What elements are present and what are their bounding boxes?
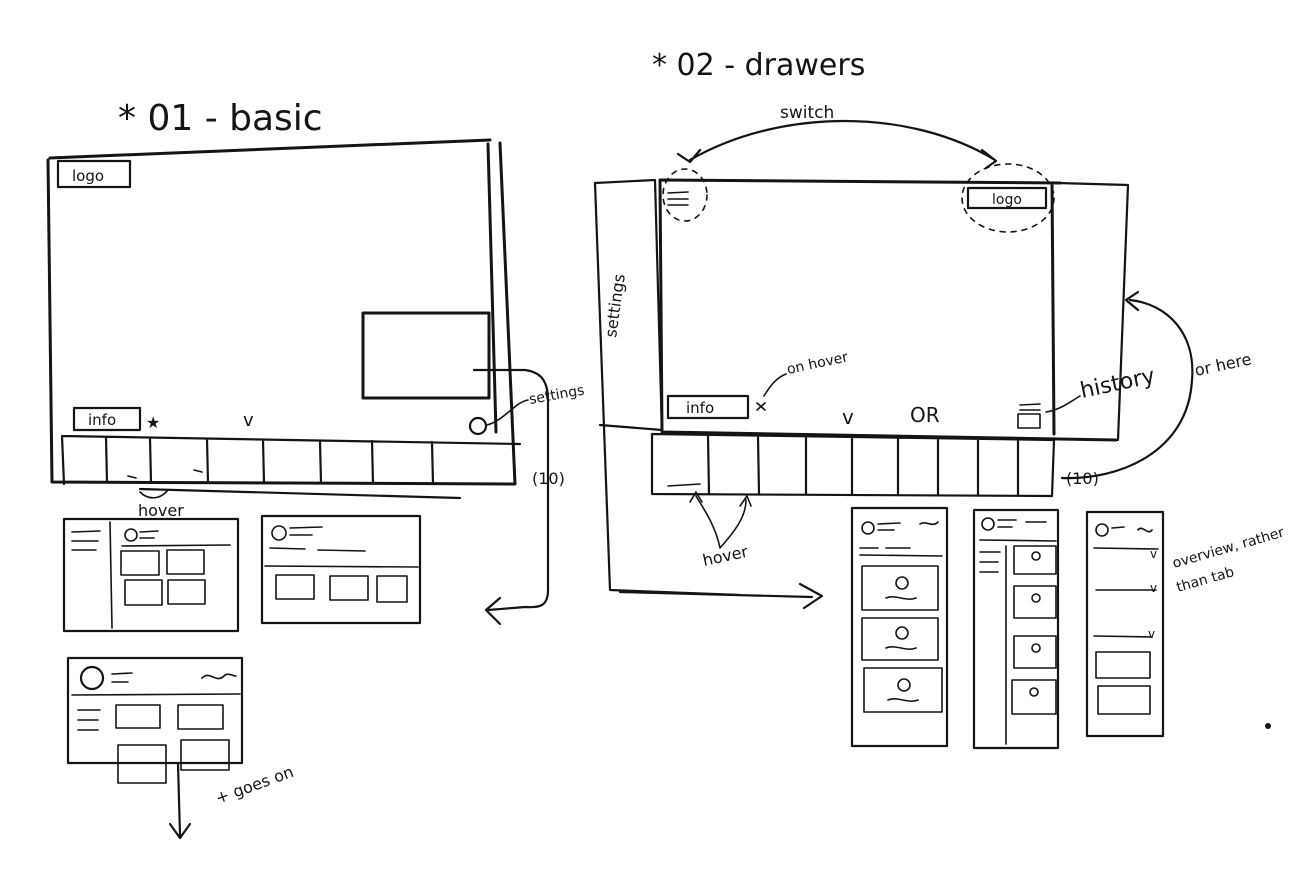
s1-hover-mark-2 [193,469,203,473]
s2-hover-mark-1 [667,483,701,487]
s1-info-label: info [88,411,116,429]
s1-pip-box [361,311,491,400]
s2-or-here-arrow [1060,290,1194,480]
s1-overlay-variant-2 [260,514,422,625]
svg-text:v: v [1150,547,1157,561]
s2-settings-drawer [593,178,742,597]
sketch-02-drawers: * 02 - drawers switch settings logo hist… [593,48,1286,750]
s1-hover-mark-1 [127,475,137,479]
s1-star: ★ [146,413,160,432]
s2-info-label: info [686,399,714,417]
sketch-01-title: * 01 - basic [118,98,323,139]
s2-history-leader [1045,395,1081,413]
sketch-02-title: * 02 - drawers [652,48,865,83]
svg-text:v: v [1148,627,1155,641]
s1-settings-circle [468,416,488,436]
s2-chevron: v [842,405,854,429]
s2-logo-dashed-ring [961,163,1055,233]
stray-dot [1265,723,1271,729]
s1-hover-brace [139,489,169,499]
svg-text:v: v [1150,581,1157,595]
s2-hover-label: hover [701,542,750,570]
s2-hover-arrows [689,491,752,549]
s1-pip-arrow [472,368,550,626]
s2-settings-drawer-label: settings [601,273,629,339]
s2-menu-dashed-ring [662,168,708,222]
s2-on-hover-leader [763,373,787,397]
s1-goes-on-label: + goes on [213,762,296,808]
s2-history-label: history [1078,364,1157,404]
s2-logo-label: logo [992,192,1022,208]
s1-overlay-variant-3: + goes on [66,656,296,840]
s2-main-frame [658,178,1118,442]
s1-overlay-variant-1 [62,517,240,633]
s1-logo-label: logo [72,167,104,185]
s2-drawer-variant-1 [850,506,949,748]
s2-info-star [756,402,766,411]
s1-info-box [72,406,142,432]
sketch-01-basic: * 01 - basic logo info ★ v settings (10)… [46,98,586,840]
s2-history-small-box [1017,413,1041,429]
s1-chevron: v [243,410,254,431]
s2-info-box [666,394,750,420]
s1-logo-box [56,159,132,189]
s2-drawer-variant-2 [972,508,1060,750]
s2-switch-arrow [676,120,998,170]
s2-on-hover-label: on hover [786,349,850,378]
s1-settings-leader [486,399,529,426]
s2-drawer-variant-3: v v v [1085,510,1165,738]
s2-history-icon [1019,403,1041,411]
s2-menu-icon [667,191,689,206]
s1-thumb-strip [60,434,522,500]
s2-or-label: OR [910,403,940,427]
s1-hover-label: hover [138,501,184,520]
s2-logo-box [966,186,1048,210]
s2-history-drawer [1056,181,1130,442]
s2-switch-label: switch [780,103,834,123]
s1-settings-label: settings [528,382,586,407]
s2-or-here-label: or here [1193,349,1253,380]
s1-main-frame [46,138,517,486]
s2-thumb-strip [650,432,1056,498]
s2-drawer-arrow [618,582,824,610]
